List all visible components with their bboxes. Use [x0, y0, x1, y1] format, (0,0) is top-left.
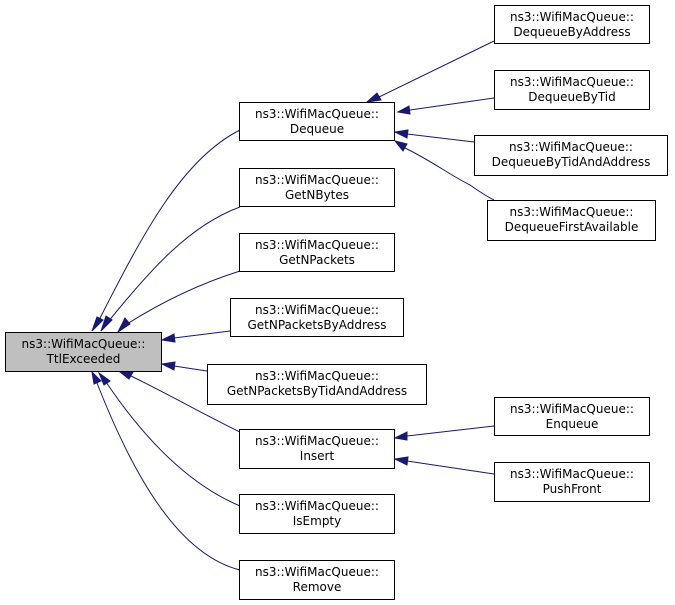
node-box — [207, 364, 427, 405]
edge-isempty-to-ttlexceeded — [105, 381, 241, 507]
node-box — [239, 494, 395, 534]
arrowhead — [160, 361, 176, 371]
edge-getnpackets-to-ttlexceeded — [126, 270, 241, 325]
node-label-line1: ns3::WifiMacQueue:: — [510, 10, 634, 24]
arrowhead — [91, 370, 102, 385]
node-label-line1: ns3::WifiMacQueue:: — [255, 434, 379, 448]
node-box — [494, 462, 650, 502]
node-getnpacketsbytidandaddress[interactable]: ns3::WifiMacQueue:: GetNPacketsByTidAndA… — [207, 364, 427, 405]
node-label-line1: ns3::WifiMacQueue:: — [255, 499, 379, 513]
edge-getnpacketsbyaddress-to-ttlexceeded — [173, 330, 231, 339]
node-label-line1: ns3::WifiMacQueue:: — [510, 205, 634, 219]
arrowhead — [393, 456, 409, 466]
arrowhead — [365, 92, 382, 103]
edge-getnbytes-to-ttlexceeded — [107, 206, 241, 323]
arrowhead — [100, 315, 113, 332]
node-label-line1: ns3::WifiMacQueue:: — [255, 303, 379, 317]
node-label-line1: ns3::WifiMacQueue:: — [255, 107, 379, 121]
node-box — [239, 429, 395, 469]
arrowhead — [393, 431, 408, 441]
node-box — [5, 332, 162, 372]
node-box — [494, 70, 650, 110]
arrowhead — [97, 371, 111, 386]
node-box — [239, 168, 395, 207]
nodes: ns3::WifiMacQueue:: TtlExceeded ns3::Wif… — [5, 5, 668, 600]
node-label-line1: ns3::WifiMacQueue:: — [510, 467, 634, 481]
node-label-line1: ns3::WifiMacQueue:: — [255, 565, 379, 579]
node-label-line2: GetNPacketsByTidAndAddress — [227, 384, 407, 398]
node-label-line1: ns3::WifiMacQueue:: — [255, 238, 379, 252]
arrowhead — [116, 317, 131, 334]
node-label-line1: ns3::WifiMacQueue:: — [510, 75, 634, 89]
node-remove[interactable]: ns3::WifiMacQueue:: Remove — [239, 560, 395, 600]
node-label-line2: Dequeue — [290, 122, 344, 136]
edge-dequeue-to-ttlexceeded — [97, 129, 241, 323]
edges — [91, 40, 495, 571]
node-box — [494, 397, 650, 436]
node-dequeuebytidandaddress[interactable]: ns3::WifiMacQueue:: DequeueByTidAndAddre… — [474, 135, 668, 176]
node-box — [487, 200, 656, 241]
edge-dequeuebyaddress-to-dequeue — [378, 40, 495, 98]
node-box — [239, 560, 395, 600]
arrowhead — [160, 333, 176, 343]
node-label-line2: DequeueFirstAvailable — [505, 220, 639, 234]
arrowhead — [91, 316, 104, 332]
node-getnpacketsbyaddress[interactable]: ns3::WifiMacQueue:: GetNPacketsByAddress — [230, 298, 404, 337]
node-isempty[interactable]: ns3::WifiMacQueue:: IsEmpty — [239, 494, 395, 534]
edge-getnpacketsbytidandaddress-to-ttlexceeded — [173, 365, 208, 372]
arrowhead — [393, 140, 408, 152]
arrowhead — [393, 129, 409, 139]
edge-dequeuefirstavailable-to-dequeue — [404, 147, 495, 201]
node-label-line1: ns3::WifiMacQueue:: — [510, 402, 634, 416]
node-insert[interactable]: ns3::WifiMacQueue:: Insert — [239, 429, 395, 469]
node-dequeuefirstavailable[interactable]: ns3::WifiMacQueue:: DequeueFirstAvailabl… — [487, 200, 656, 241]
node-label-line2: DequeueByTidAndAddress — [492, 155, 651, 169]
node-label-line2: Insert — [300, 449, 335, 463]
node-box — [474, 135, 668, 176]
node-ttlexceeded[interactable]: ns3::WifiMacQueue:: TtlExceeded — [5, 332, 162, 372]
node-dequeuebyaddress[interactable]: ns3::WifiMacQueue:: DequeueByAddress — [494, 5, 650, 44]
node-box — [230, 298, 404, 337]
node-label-line2: Remove — [293, 580, 342, 594]
node-label-line1: ns3::WifiMacQueue:: — [255, 369, 379, 383]
node-getnbytes[interactable]: ns3::WifiMacQueue:: GetNBytes — [239, 168, 395, 207]
node-label-line2: GetNPacketsByAddress — [248, 318, 387, 332]
node-label-line2: TtlExceeded — [46, 352, 121, 366]
node-label-line2: GetNBytes — [285, 188, 349, 202]
node-label-line2: IsEmpty — [293, 514, 342, 528]
edge-insert-to-ttlexceeded — [130, 375, 241, 433]
node-label-line2: GetNPackets — [279, 253, 355, 267]
edge-pushfront-to-insert — [406, 460, 495, 475]
arrowhead — [396, 105, 411, 115]
node-pushfront[interactable]: ns3::WifiMacQueue:: PushFront — [494, 462, 650, 502]
node-label-line2: DequeueByTid — [528, 90, 615, 104]
edge-enqueue-to-insert — [406, 425, 495, 437]
node-getnpackets[interactable]: ns3::WifiMacQueue:: GetNPackets — [239, 233, 395, 272]
node-label-line1: ns3::WifiMacQueue:: — [509, 140, 633, 154]
node-label-line2: PushFront — [543, 482, 602, 496]
node-box — [239, 102, 395, 141]
node-enqueue[interactable]: ns3::WifiMacQueue:: Enqueue — [494, 397, 650, 436]
arrowhead — [118, 371, 134, 380]
node-label-line2: DequeueByAddress — [513, 25, 630, 39]
node-box — [494, 5, 650, 44]
node-dequeue[interactable]: ns3::WifiMacQueue:: Dequeue — [239, 102, 395, 141]
edge-remove-to-ttlexceeded — [96, 382, 241, 571]
node-label-line2: Enqueue — [546, 417, 599, 431]
edge-dequeuebytidandaddress-to-dequeue — [406, 133, 475, 143]
node-label-line1: ns3::WifiMacQueue:: — [255, 173, 379, 187]
edge-dequeuebytid-to-dequeue — [409, 97, 495, 111]
node-box — [239, 233, 395, 272]
node-label-line1: ns3::WifiMacQueue:: — [22, 337, 146, 351]
node-dequeuebytid[interactable]: ns3::WifiMacQueue:: DequeueByTid — [494, 70, 650, 110]
